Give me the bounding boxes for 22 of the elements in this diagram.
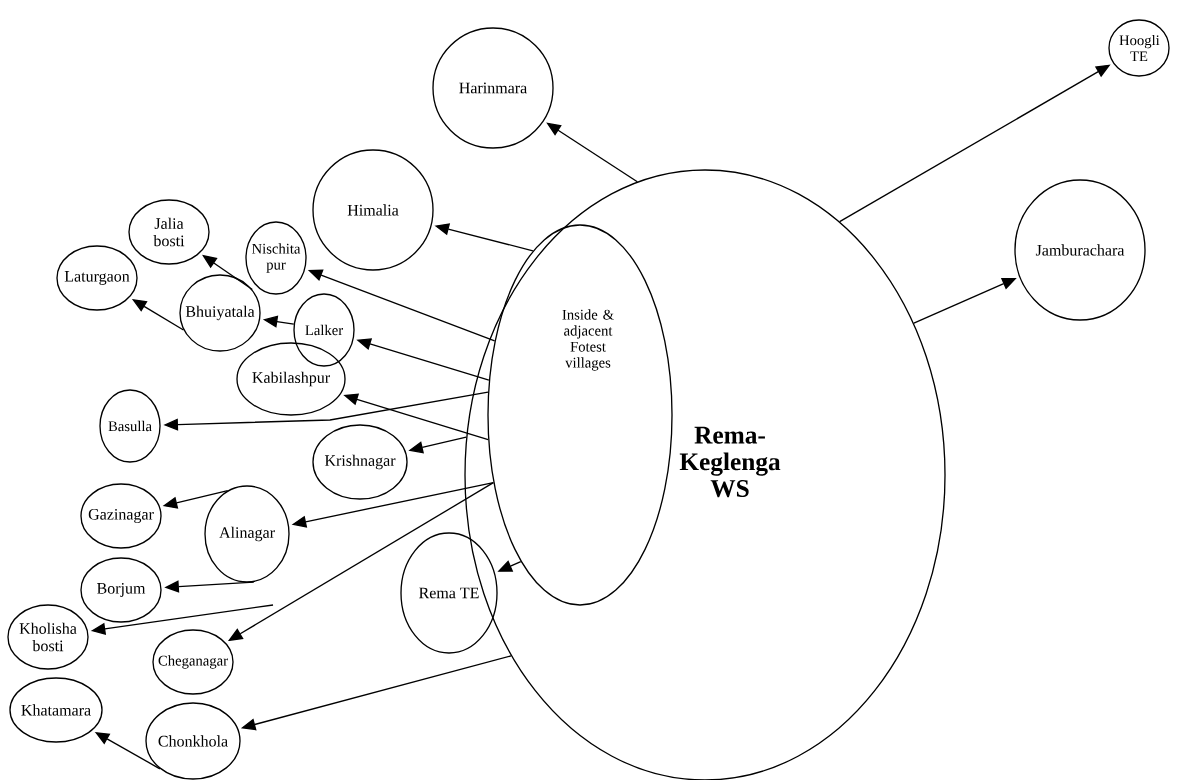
ellipse-node: Nischita pur [245,221,307,295]
ellipse-node: Kabilashpur [236,342,346,416]
ellipse-node: Gazinagar [80,483,162,549]
ellipse-node: Harinmara [432,27,554,149]
ellipse-node: Jalia bosti [128,199,210,265]
ellipse-node: Khatamara [9,677,103,743]
ellipse-node: Jamburachara [1014,179,1146,321]
ellipse-node: Krishnagar [312,424,408,500]
ellipse-node: Alinagar [204,485,290,583]
ellipse-node: Laturgaon [56,245,138,311]
ellipse-node: Hoogli TE [1108,19,1170,77]
ellipse-node: Chonkhola [145,702,241,780]
ellipse-node: Kholisha bosti [7,604,89,670]
ellipse-node: Lalker [293,293,355,367]
ellipse-node: Rema TE [400,532,498,654]
ellipse-node: Cheganagar [152,629,234,695]
ellipse-node: Borjum [80,557,162,623]
arrow [546,122,638,183]
ellipse-node: Inside & adjacent Fotest villages [487,224,673,606]
ellipse-node: Bhuiyatala [179,274,261,352]
ellipse-node: Basulla [99,389,161,463]
ellipse-node: Himalia [312,149,434,271]
